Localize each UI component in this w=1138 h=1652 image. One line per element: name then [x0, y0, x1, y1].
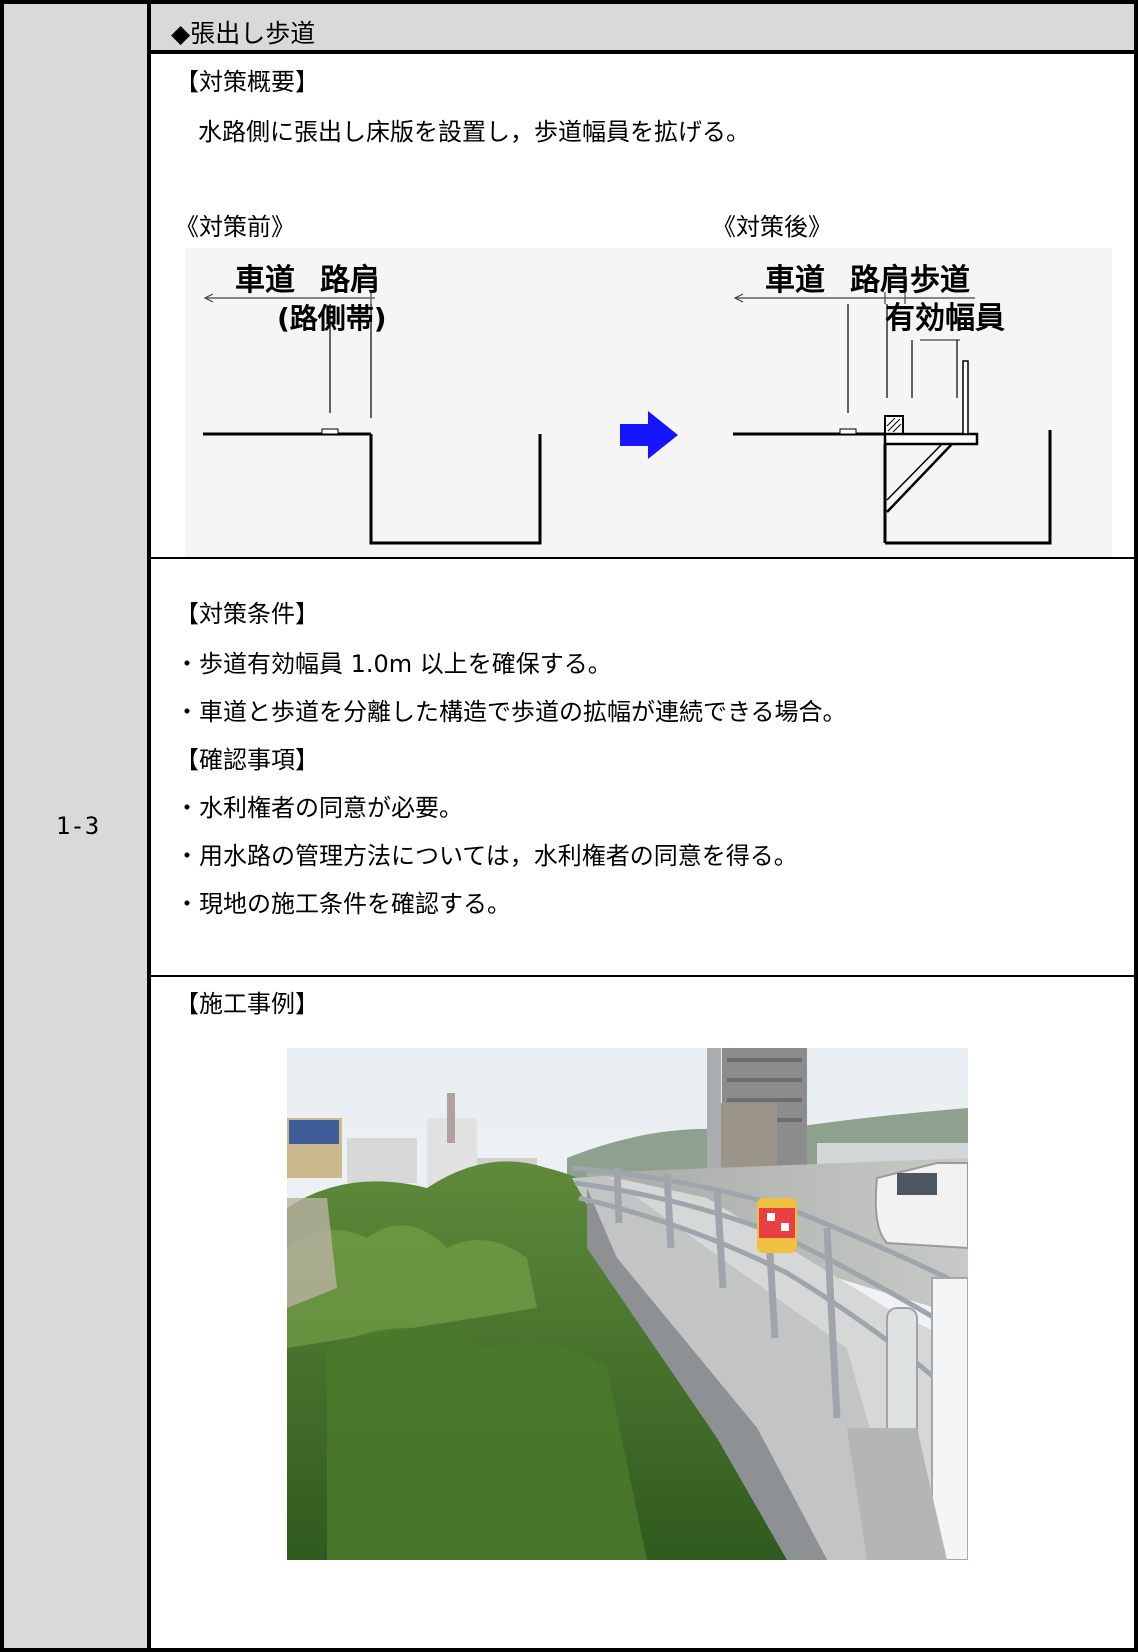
section-divider — [151, 557, 1134, 559]
before-shoulder-sub-label: (路側帯) — [277, 302, 387, 335]
title-bar: ◆張出し歩道 — [151, 4, 1134, 54]
example-heading: 【施工事例】 — [175, 990, 319, 1018]
checks-heading: 【確認事項】 — [175, 746, 319, 774]
construction-example-photo — [287, 1048, 968, 1560]
check-item: ・水利権者の同意が必要。 — [175, 794, 463, 822]
before-diagram: 車道 路肩 (路側帯) — [203, 263, 542, 545]
overview-text: 水路側に張出し床版を設置し，歩道幅員を拡げる。 — [198, 118, 750, 146]
row-number: 1-3 — [55, 812, 100, 840]
cross-section-diagram: 車道 路肩 (路側帯) 車道 路肩 歩道 有効幅員 — [185, 248, 1112, 558]
conditions-heading: 【対策条件】 — [175, 600, 319, 628]
after-label: 《対策後》 — [712, 213, 832, 241]
before-roadway-label: 車道 — [235, 263, 295, 298]
row-number-column: 1-3 — [4, 4, 151, 1648]
section-title: ◆張出し歩道 — [171, 19, 316, 48]
after-shoulder-label: 路肩 — [850, 263, 910, 298]
after-sidewalk-label: 歩道 — [910, 263, 970, 298]
section-divider — [151, 975, 1134, 977]
condition-item: ・車道と歩道を分離した構造で歩道の拡幅が連続できる場合。 — [175, 698, 847, 726]
condition-item: ・歩道有効幅員 1.0m 以上を確保する。 — [175, 650, 612, 678]
after-diagram: 車道 路肩 歩道 有効幅員 — [733, 263, 1052, 545]
after-roadway-label: 車道 — [765, 263, 825, 298]
overview-heading: 【対策概要】 — [175, 68, 319, 96]
before-label: 《対策前》 — [175, 213, 295, 241]
right-arrow-icon — [620, 411, 678, 459]
check-item: ・用水路の管理方法については，水利権者の同意を得る。 — [175, 842, 798, 870]
effective-width-label: 有効幅員 — [885, 301, 1005, 336]
before-shoulder-label: 路肩 — [320, 263, 380, 298]
check-item: ・現地の施工条件を確認する。 — [175, 890, 511, 918]
